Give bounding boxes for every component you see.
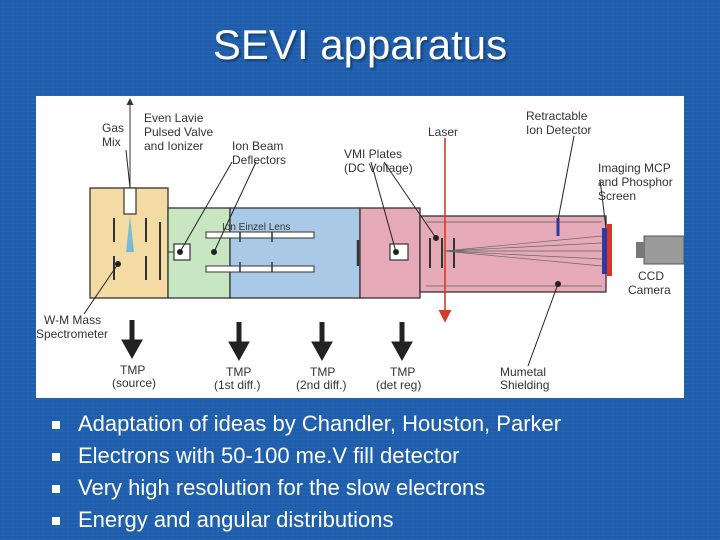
label-imaging-mcp: Imaging MCP and Phosphor Screen [598, 161, 676, 203]
molecular-beam [126, 216, 134, 252]
label-wm-mass-spec: W-M Mass Spectrometer [36, 313, 108, 341]
label-laser: Laser [428, 125, 458, 139]
label-pulsed-valve: Even Lavie Pulsed Valve and Ionizer [144, 111, 217, 153]
slide-title: SEVI apparatus [212, 21, 508, 68]
einzel-lens-lower [205, 265, 315, 273]
einzel-lens-upper [205, 231, 315, 239]
label-tmp-det: TMP (det reg) [376, 365, 421, 392]
sevi-diagram: Gas Mix Even Lavie Pulsed Valve and Ioni… [36, 96, 684, 398]
label-tmp-1st: TMP (1st diff.) [214, 365, 260, 392]
second-diff-region [229, 207, 361, 299]
square-bullet-icon [52, 485, 60, 493]
square-bullet-icon [52, 421, 60, 429]
bullet-item: Electrons with 50-100 me.V fill detector [52, 440, 712, 472]
bullet-item: Energy and angular distributions [52, 504, 712, 536]
square-bullet-icon [52, 517, 60, 525]
pump-arrows [121, 320, 413, 362]
flight-tube [419, 215, 607, 293]
ccd-camera [643, 235, 684, 265]
label-einzel-lens: Ion Einzel Lens [222, 222, 290, 233]
label-vmi-plates: VMI Plates (DC Voltage) [344, 147, 413, 175]
label-tmp-source: TMP (source) [112, 363, 156, 390]
apparatus-schematic: Gas Mix Even Lavie Pulsed Valve and Ioni… [36, 98, 684, 392]
label-ion-beam-deflectors: Ion Beam Deflectors [232, 139, 287, 167]
bullet-item: Very high resolution for the slow electr… [52, 472, 712, 504]
phosphor-screen [607, 224, 612, 276]
pulsed-valve [123, 187, 137, 215]
square-bullet-icon [52, 453, 60, 461]
label-gas-mix: Gas Mix [102, 121, 127, 149]
bullet-list: Adaptation of ideas by Chandler, Houston… [52, 408, 712, 536]
electron-trajectories [443, 235, 603, 267]
label-ccd-camera: CCD Camera [628, 269, 671, 297]
bullet-item: Adaptation of ideas by Chandler, Houston… [52, 408, 712, 440]
label-mumetal: Mumetal Shielding [500, 365, 549, 392]
label-tmp-2nd: TMP (2nd diff.) [296, 365, 346, 392]
imaging-mcp [602, 228, 607, 274]
label-retractable-detector: Retractable Ion Detector [526, 109, 591, 137]
